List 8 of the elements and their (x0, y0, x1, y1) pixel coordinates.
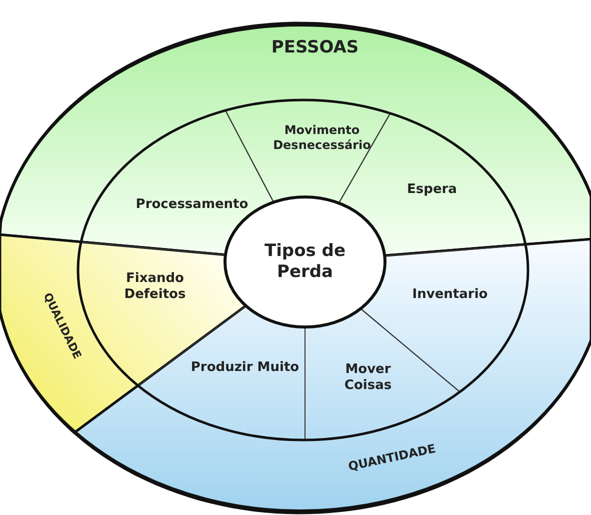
segment-label: Mover Coisas (333, 362, 403, 394)
segment-label: Fixando Defeitos (115, 270, 195, 304)
segment-label: Inventario (412, 286, 488, 304)
sector-label: PESSOAS (271, 37, 359, 59)
segment-label: Espera (407, 182, 457, 198)
segment-label: Movimento Desnecessário (267, 123, 377, 153)
segment-label: Processamento (136, 196, 248, 214)
segment-label: Produzir Muito (190, 360, 300, 376)
